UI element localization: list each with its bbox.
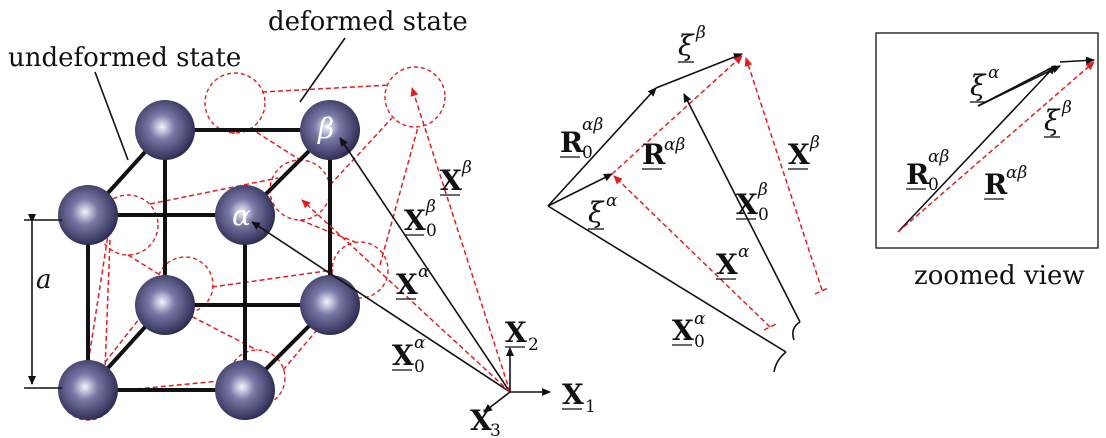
svg-text:β: β xyxy=(425,197,436,217)
lattice-constant-label: a xyxy=(36,265,52,295)
svg-text:R: R xyxy=(642,138,666,171)
svg-text:0: 0 xyxy=(758,205,769,225)
svg-text:2: 2 xyxy=(528,335,539,355)
svg-text:αβ: αβ xyxy=(928,147,949,167)
svg-text:ξ: ξ xyxy=(970,69,987,102)
svg-text:α: α xyxy=(414,333,426,353)
svg-text:0: 0 xyxy=(414,357,425,377)
svg-text:ξ: ξ xyxy=(588,196,605,229)
svg-text:α: α xyxy=(694,309,706,329)
svg-text:X: X xyxy=(505,316,527,349)
label-R0-ab-zoom: R αβ 0 xyxy=(906,147,949,195)
svg-text:0: 0 xyxy=(426,221,437,241)
label-X0-alpha: X α 0 xyxy=(392,333,426,377)
alpha-label: α xyxy=(232,199,251,232)
svg-text:β: β xyxy=(695,23,706,43)
label-X0-beta-mid: X β 0 xyxy=(736,180,769,225)
svg-text:β: β xyxy=(757,180,768,200)
atoms xyxy=(58,100,360,420)
svg-text:ξ: ξ xyxy=(1044,104,1061,137)
atom-alpha xyxy=(215,185,275,245)
beta-label: β xyxy=(317,112,334,145)
svg-text:X: X xyxy=(470,404,492,437)
undeformed-lattice xyxy=(86,128,332,392)
label-xi-beta-mid: ξ β xyxy=(678,23,706,63)
svg-text:0: 0 xyxy=(928,175,939,195)
svg-text:αβ: αβ xyxy=(582,115,603,135)
label-xi-beta-zoom: ξ β xyxy=(1044,98,1072,138)
position-vectors xyxy=(251,87,511,393)
zoomed-view-label: zoomed view xyxy=(914,261,1085,291)
label-X0-alpha-mid: X α 0 xyxy=(672,309,706,352)
svg-text:X: X xyxy=(736,188,758,221)
svg-text:3: 3 xyxy=(490,421,501,438)
label-X-beta: X β xyxy=(440,158,472,197)
svg-text:α: α xyxy=(606,191,618,211)
svg-text:X: X xyxy=(672,314,694,347)
svg-text:R: R xyxy=(560,126,584,159)
label-R-ab-mid: R αβ xyxy=(642,135,685,171)
svg-text:αβ: αβ xyxy=(664,135,685,155)
svg-text:X: X xyxy=(404,204,426,237)
svg-text:X: X xyxy=(716,248,738,281)
label-X-alpha-mid: X α xyxy=(716,242,750,281)
svg-text:β: β xyxy=(809,133,820,153)
svg-text:R: R xyxy=(984,168,1008,201)
svg-text:ξ: ξ xyxy=(678,29,695,62)
svg-text:0: 0 xyxy=(582,143,593,163)
label-xi-alpha-mid: ξ α xyxy=(588,191,618,230)
coordinate-axes: X 1 X 2 X 3 xyxy=(470,316,596,438)
label-X-beta-mid: X β xyxy=(788,133,820,171)
zoomed-view-box xyxy=(875,32,1099,249)
label-X-alpha: X α xyxy=(396,262,430,301)
svg-text:α: α xyxy=(418,262,430,282)
svg-text:β: β xyxy=(1061,98,1072,118)
vector-diagram xyxy=(547,53,829,373)
svg-text:X: X xyxy=(396,268,418,301)
svg-text:αβ: αβ xyxy=(1006,163,1027,183)
svg-text:X: X xyxy=(562,378,584,411)
svg-text:X: X xyxy=(392,339,414,372)
deformed-state-label: deformed state xyxy=(268,7,468,37)
svg-text:0: 0 xyxy=(694,332,705,352)
svg-text:α: α xyxy=(738,242,750,262)
svg-text:X: X xyxy=(788,138,810,171)
svg-text:X: X xyxy=(440,164,462,197)
label-R-ab-zoom: R αβ xyxy=(984,163,1027,201)
zoomed-vectors xyxy=(897,56,1095,233)
svg-text:1: 1 xyxy=(585,397,596,417)
svg-text:β: β xyxy=(461,158,472,178)
undeformed-state-label: undeformed state xyxy=(8,43,241,73)
svg-text:α: α xyxy=(988,63,1000,83)
label-R0-ab: R αβ 0 xyxy=(560,115,603,163)
label-X0-beta: X β 0 xyxy=(404,197,437,241)
label-xi-alpha-zoom: ξ α xyxy=(970,63,1000,103)
svg-text:R: R xyxy=(906,158,930,191)
